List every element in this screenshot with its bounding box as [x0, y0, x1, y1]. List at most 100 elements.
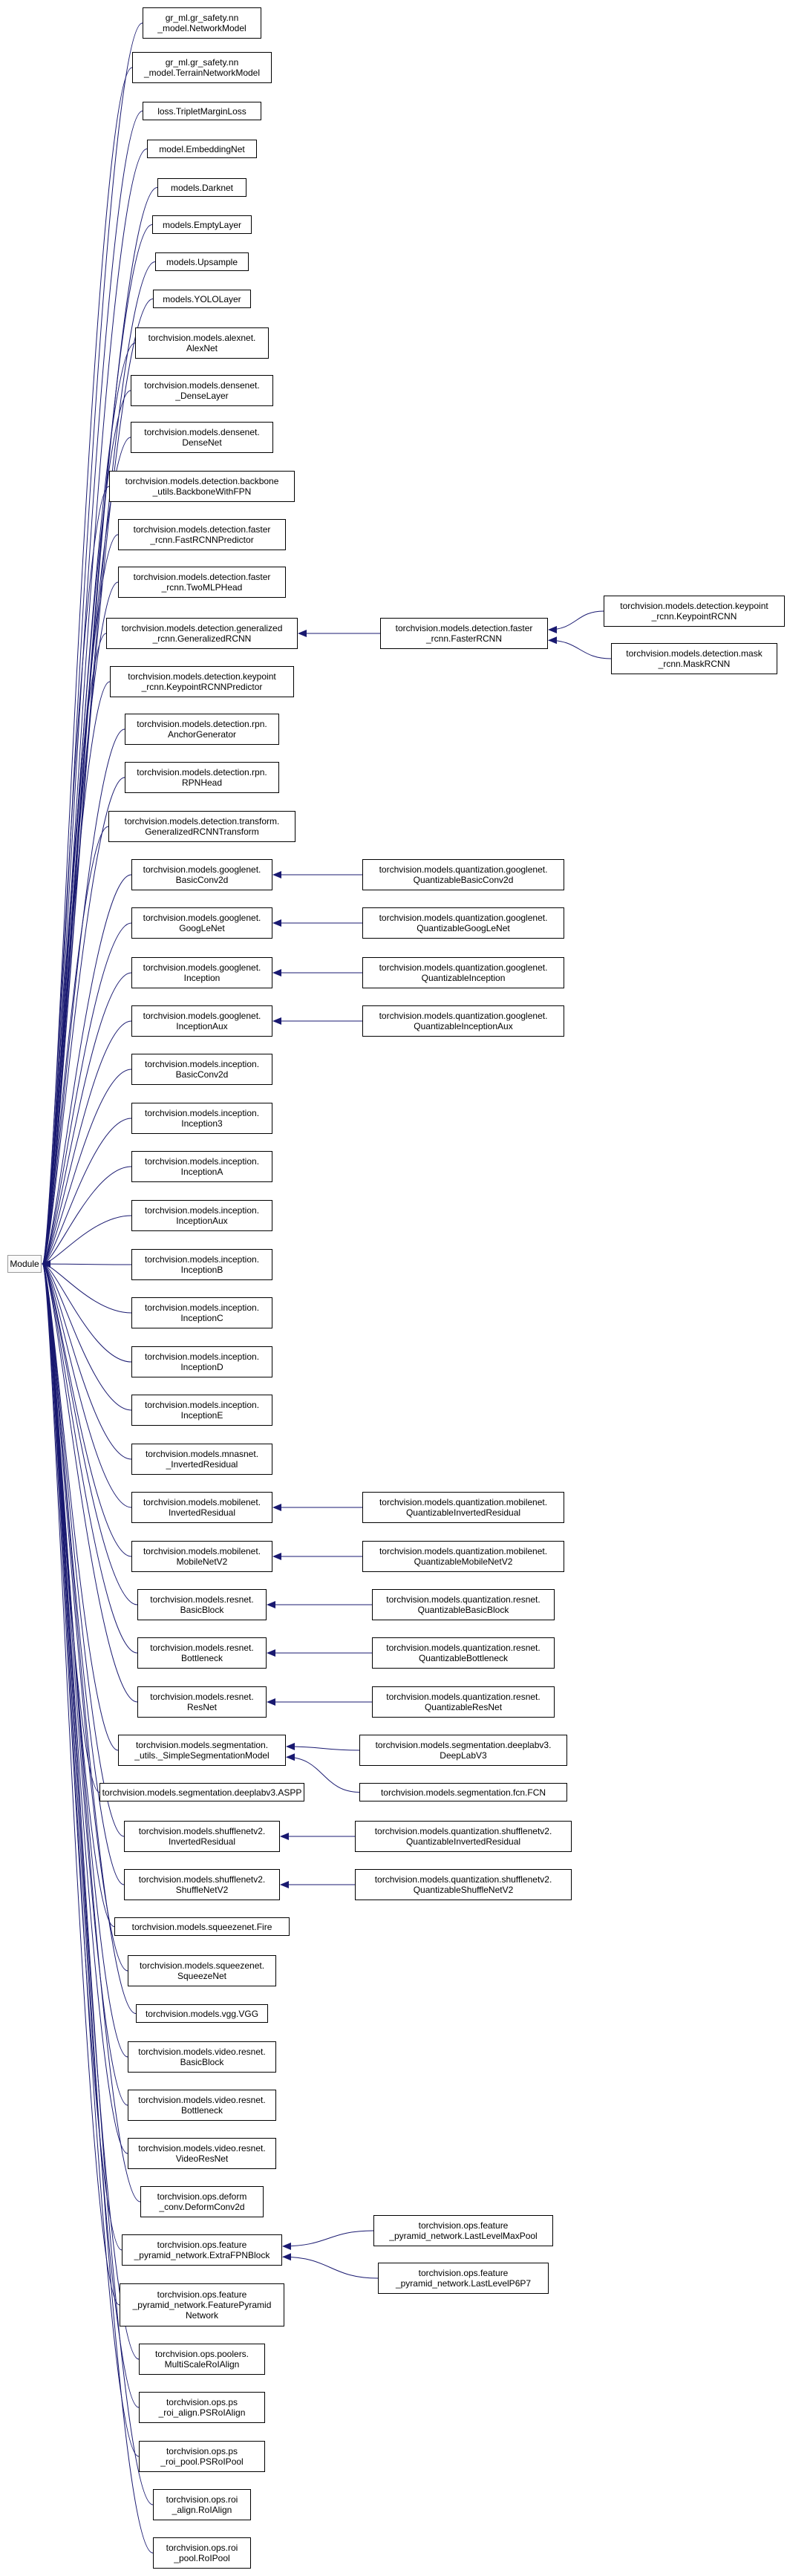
node-c17[interactable]: torchvision.ops.feature_pyramid_network.… — [373, 2215, 553, 2246]
node-label-line: models.EmptyLayer — [162, 219, 242, 230]
node-label-line: _pyramid_network.FeaturePyramid — [132, 2300, 272, 2310]
node-label-line: torchvision.models.segmentation.fcn.FCN — [380, 1787, 546, 1798]
node-label-line: InceptionA — [180, 1167, 223, 1177]
node-n15[interactable]: torchvision.models.detection.generalized… — [106, 618, 298, 649]
node-n6[interactable]: models.EmptyLayer — [152, 215, 252, 234]
node-label-line: torchvision.models.quantization.googlene… — [379, 913, 548, 923]
node-n46[interactable]: torchvision.models.video.resnet.Bottlene… — [128, 2090, 276, 2121]
node-n5[interactable]: models.Darknet — [157, 178, 246, 197]
node-n38[interactable]: torchvision.models.segmentation._utils._… — [118, 1735, 286, 1766]
node-c14[interactable]: torchvision.models.segmentation.fcn.FCN — [359, 1783, 567, 1801]
node-label-line: torchvision.models.inception. — [144, 1108, 260, 1118]
node-n49[interactable]: torchvision.ops.feature_pyramid_network.… — [122, 2234, 282, 2266]
node-n27[interactable]: torchvision.models.inception.InceptionAu… — [131, 1200, 272, 1231]
node-label-line: torchvision.models.detection.mask — [626, 648, 762, 659]
node-n35[interactable]: torchvision.models.resnet.BasicBlock — [137, 1589, 267, 1620]
node-c7[interactable]: torchvision.models.quantization.googlene… — [362, 1005, 564, 1037]
node-label-line: torchvision.models.inception. — [144, 1205, 260, 1216]
node-label-line: _rcnn.TwoMLPHead — [161, 582, 243, 593]
node-c2[interactable]: torchvision.models.detection.keypoint_rc… — [604, 596, 785, 627]
node-n43[interactable]: torchvision.models.squeezenet.SqueezeNet — [128, 1955, 276, 1986]
node-n8[interactable]: models.YOLOLayer — [153, 290, 251, 308]
node-n20[interactable]: torchvision.models.googlenet.BasicConv2d — [131, 859, 272, 890]
edge-n30-to-module — [42, 1260, 132, 1363]
node-label-line: torchvision.models.detection.faster — [133, 524, 271, 535]
node-c9[interactable]: torchvision.models.quantization.mobilene… — [362, 1541, 564, 1572]
node-n31[interactable]: torchvision.models.inception.InceptionE — [131, 1395, 272, 1426]
node-n11[interactable]: torchvision.models.densenet.DenseNet — [131, 422, 273, 453]
node-n25[interactable]: torchvision.models.inception.Inception3 — [131, 1103, 272, 1134]
node-n29[interactable]: torchvision.models.inception.InceptionC — [131, 1297, 272, 1328]
node-n3[interactable]: loss.TripletMarginLoss — [143, 102, 261, 120]
node-n34[interactable]: torchvision.models.mobilenet.MobileNetV2 — [131, 1541, 272, 1572]
node-n41[interactable]: torchvision.models.shufflenetv2.ShuffleN… — [124, 1869, 280, 1900]
node-n53[interactable]: torchvision.ops.ps_roi_pool.PSRoIPool — [139, 2441, 265, 2472]
node-c12[interactable]: torchvision.models.quantization.resnet.Q… — [372, 1686, 555, 1718]
node-c10[interactable]: torchvision.models.quantization.resnet.Q… — [372, 1589, 555, 1620]
node-n14[interactable]: torchvision.models.detection.faster_rcnn… — [118, 567, 286, 598]
node-n48[interactable]: torchvision.ops.deform_conv.DeformConv2d — [140, 2186, 264, 2217]
node-n23[interactable]: torchvision.models.googlenet.InceptionAu… — [131, 1005, 272, 1037]
node-n13[interactable]: torchvision.models.detection.faster_rcnn… — [118, 519, 286, 550]
node-label-line: torchvision.models.segmentation. — [135, 1740, 269, 1750]
node-n7[interactable]: models.Upsample — [155, 252, 249, 271]
node-label-line: torchvision.models.quantization.resnet. — [386, 1594, 541, 1605]
node-n22[interactable]: torchvision.models.googlenet.Inception — [131, 957, 272, 988]
node-n51[interactable]: torchvision.ops.poolers.MultiScaleRoIAli… — [139, 2344, 265, 2375]
node-label-line: _roi_align.PSRoIAlign — [158, 2407, 246, 2418]
node-n21[interactable]: torchvision.models.googlenet.GoogLeNet — [131, 907, 272, 939]
node-n17[interactable]: torchvision.models.detection.rpn.AnchorG… — [125, 714, 279, 745]
node-n12[interactable]: torchvision.models.detection.backbone_ut… — [109, 471, 295, 502]
node-n16[interactable]: torchvision.models.detection.keypoint_rc… — [110, 666, 294, 697]
node-label-line: DenseNet — [182, 437, 222, 448]
node-n32[interactable]: torchvision.models.mnasnet._InvertedResi… — [131, 1444, 272, 1475]
node-n19[interactable]: torchvision.models.detection.transform.G… — [108, 811, 295, 842]
node-n9[interactable]: torchvision.models.alexnet.AlexNet — [135, 327, 269, 359]
node-n2[interactable]: gr_ml.gr_safety.nn_model.TerrainNetworkM… — [132, 52, 272, 83]
node-n50[interactable]: torchvision.ops.feature_pyramid_network.… — [120, 2283, 284, 2326]
node-n52[interactable]: torchvision.ops.ps_roi_align.PSRoIAlign — [139, 2392, 265, 2423]
node-n30[interactable]: torchvision.models.inception.InceptionD — [131, 1346, 272, 1377]
node-n24[interactable]: torchvision.models.inception.BasicConv2d — [131, 1054, 272, 1085]
node-n36[interactable]: torchvision.models.resnet.Bottleneck — [137, 1637, 267, 1669]
node-label-line: torchvision.models.resnet. — [150, 1692, 254, 1702]
node-n40[interactable]: torchvision.models.shufflenetv2.Inverted… — [124, 1821, 280, 1852]
node-c15[interactable]: torchvision.models.quantization.shufflen… — [355, 1821, 572, 1852]
node-n47[interactable]: torchvision.models.video.resnet.VideoRes… — [128, 2138, 276, 2169]
edge-c17-to-n49 — [282, 2230, 374, 2250]
node-label-line: _InvertedResidual — [166, 1459, 238, 1470]
node-c8[interactable]: torchvision.models.quantization.mobilene… — [362, 1492, 564, 1523]
node-c11[interactable]: torchvision.models.quantization.resnet.Q… — [372, 1637, 555, 1669]
node-n37[interactable]: torchvision.models.resnet.ResNet — [137, 1686, 267, 1718]
node-label-line: models.Darknet — [170, 182, 234, 193]
node-module[interactable]: Module — [7, 1255, 42, 1273]
node-n45[interactable]: torchvision.models.video.resnet.BasicBlo… — [128, 2041, 276, 2073]
node-n10[interactable]: torchvision.models.densenet._DenseLayer — [131, 375, 273, 406]
node-c16[interactable]: torchvision.models.quantization.shufflen… — [355, 1869, 572, 1900]
edge-n15-to-module — [42, 633, 107, 1268]
node-c5[interactable]: torchvision.models.quantization.googlene… — [362, 907, 564, 939]
node-c18[interactable]: torchvision.ops.feature_pyramid_network.… — [378, 2263, 549, 2294]
node-n54[interactable]: torchvision.ops.roi_align.RoIAlign — [153, 2489, 251, 2520]
node-c4[interactable]: torchvision.models.quantization.googlene… — [362, 859, 564, 890]
node-c6[interactable]: torchvision.models.quantization.googlene… — [362, 957, 564, 988]
node-n26[interactable]: torchvision.models.inception.InceptionA — [131, 1151, 272, 1182]
node-n28[interactable]: torchvision.models.inception.InceptionB — [131, 1249, 272, 1280]
node-label-line: _rcnn.FasterRCNN — [425, 633, 503, 644]
node-c13[interactable]: torchvision.models.segmentation.deeplabv… — [359, 1735, 567, 1766]
node-label-line: torchvision.models.alexnet. — [148, 333, 256, 343]
edge-n26-to-module — [42, 1166, 132, 1268]
edge-n35-to-module — [42, 1260, 138, 1605]
edge-n21-to-module — [42, 922, 132, 1268]
node-n44[interactable]: torchvision.models.vgg.VGG — [136, 2004, 268, 2023]
node-n4[interactable]: model.EmbeddingNet — [147, 140, 257, 158]
node-n42[interactable]: torchvision.models.squeezenet.Fire — [114, 1917, 290, 1936]
node-c3[interactable]: torchvision.models.detection.mask_rcnn.M… — [611, 643, 777, 674]
node-n39[interactable]: torchvision.models.segmentation.deeplabv… — [99, 1783, 304, 1801]
node-label-line: torchvision.models.googlenet. — [143, 864, 261, 875]
node-c1[interactable]: torchvision.models.detection.faster_rcnn… — [380, 618, 548, 649]
node-n18[interactable]: torchvision.models.detection.rpn.RPNHead — [125, 762, 279, 793]
node-n55[interactable]: torchvision.ops.roi_pool.RoIPool — [153, 2537, 251, 2569]
node-n1[interactable]: gr_ml.gr_safety.nn_model.NetworkModel — [143, 7, 261, 39]
node-n33[interactable]: torchvision.models.mobilenet.InvertedRes… — [131, 1492, 272, 1523]
